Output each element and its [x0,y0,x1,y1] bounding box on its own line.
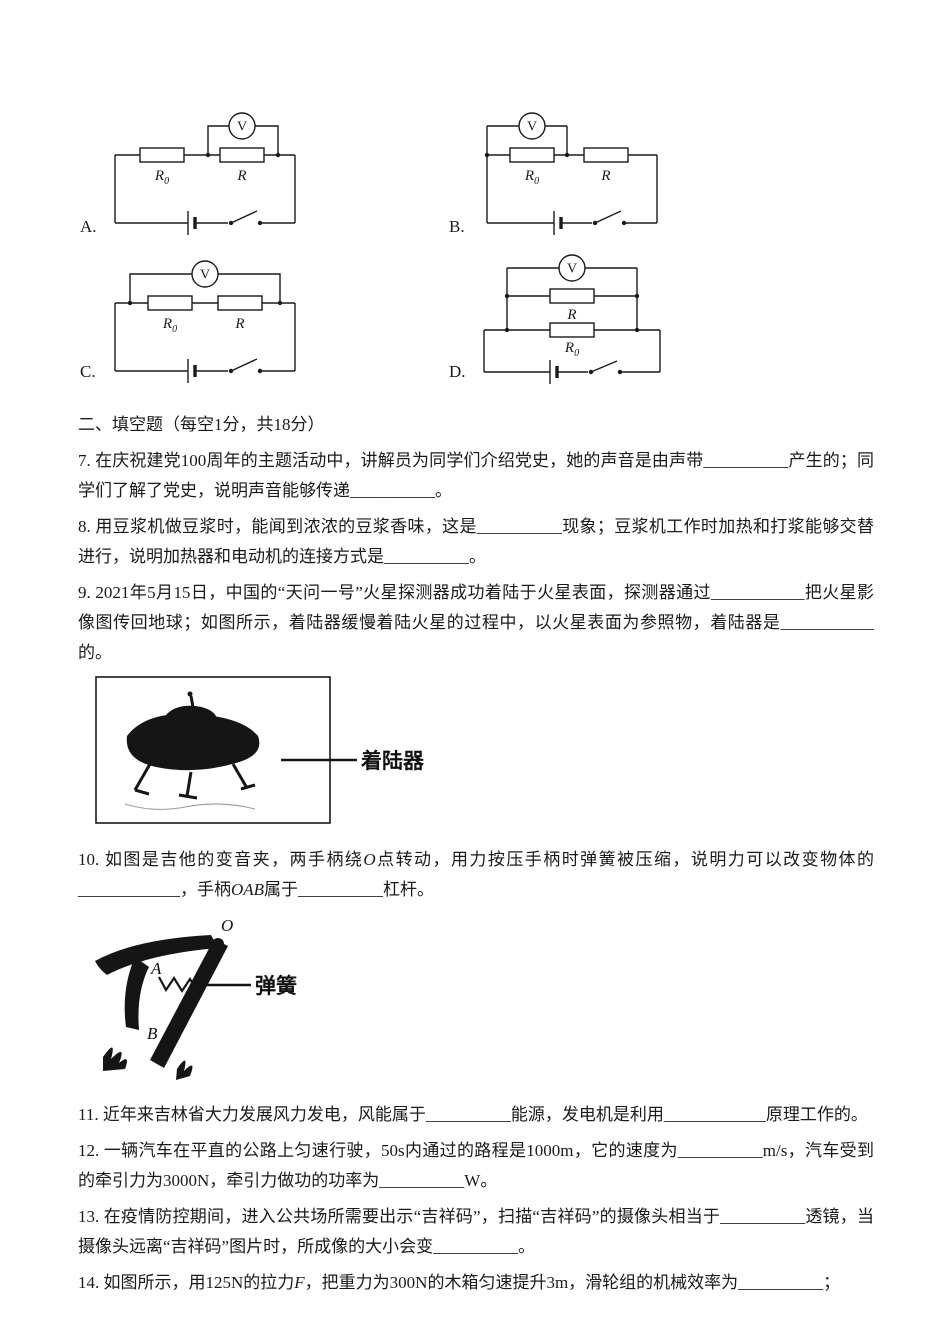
text-segment: 12. 一辆汽车在平直的公路上匀速行驶，50s内通过的路程是1000m，它的速度… [78,1141,874,1190]
resistor-r-label: R [234,316,244,332]
voltmeter [228,112,256,140]
battery [549,360,559,384]
text-segment: 点转动，用力按压手柄时弹簧被压缩，说明力可以改变物体的____________，… [78,850,875,899]
capo-point-a-label: A [150,959,162,978]
spring-coil [158,975,206,995]
battery [553,211,563,235]
switch [592,210,627,226]
voltmeter-label: V [567,262,577,277]
resistor-r-label: R [600,168,610,184]
circuit-diagram-b: V R0 R [484,112,658,235]
resistor-r0-label: R0 [564,340,579,359]
circuit-diagram-c: V R0 R [114,260,296,383]
text-segment: 10. 如图是吉他的变音夹，两手柄绕 [78,850,364,869]
option-c-label: C. [80,362,96,381]
text-segment: 8. 用豆浆机做豆浆时，能闻到浓浓的豆浆香味，这是__________现象；豆浆… [78,517,874,566]
voltmeter-label: V [527,120,537,135]
resistor-r0-label: R0 [524,168,539,187]
resistor-r [217,295,263,311]
capo-point-o-label: O [221,917,233,935]
question-13: 13. 在疫情防控期间，进入公共场所需要出示“吉祥码”，扫描“吉祥码”的摄像头相… [78,1202,874,1262]
resistor-r [583,147,629,163]
circuit-diagram-d: V R R0 [483,254,661,384]
question-12: 12. 一辆汽车在平直的公路上匀速行驶，50s内通过的路程是1000m，它的速度… [78,1136,874,1196]
circuit-options-block: V R0 R A. [0,0,950,402]
spring-label: 弹簧 [255,974,297,998]
resistor-r [549,288,595,304]
text-segment: 属于__________杠杆。 [264,880,435,899]
capo-drawing [95,935,228,1080]
switch [228,210,263,226]
battery [187,211,197,235]
text-segment: 11. 近年来吉林省大力发展风力发电，风能属于__________能源，发电机是… [78,1105,868,1124]
option-a-label: A. [80,217,97,236]
question-11: 11. 近年来吉林省大力发展风力发电，风能属于__________能源，发电机是… [78,1100,874,1130]
battery [187,359,197,383]
option-b-label: B. [449,217,465,236]
resistor-r0 [549,322,595,338]
wires [486,125,658,224]
question-8: 8. 用豆浆机做豆浆时，能闻到浓浓的豆浆香味，这是__________现象；豆浆… [78,512,874,572]
text-segment: O [363,850,376,869]
text-segment: 7. 在庆祝建党100周年的主题活动中，讲解员为同学们介绍党史，她的声音是由声带… [78,451,874,500]
text-segment: F [294,1273,305,1292]
resistor-r0-label: R0 [162,316,177,335]
resistor-r0-label: R0 [154,168,169,187]
resistor-r-label: R [236,168,246,184]
capo-figure: O A B 弹簧 [85,916,874,1092]
section-heading: 二、填空题（每空1分，共18分） [78,415,325,434]
text-segment: OAB [231,880,265,899]
question-14: 14. 如图所示，用125N的拉力F，把重力为300N的木箱匀速提升3m，滑轮组… [78,1268,874,1298]
circuit-diagram-a: V R0 R [114,112,296,235]
voltmeter [191,260,219,288]
text-segment: 14. 如图所示，用125N的拉力 [78,1273,295,1292]
capo-point-b-label: B [147,1024,158,1043]
voltmeter [558,254,586,282]
resistor-r-label: R [566,307,576,323]
lander-drawing [124,691,260,810]
question-9: 9. 2021年5月15日，中国的“天问一号”火星探测器成功着陆于火星表面，探测… [78,578,874,668]
text-segment: ，把重力为300N的木箱匀速提升3m，滑轮组的机械效率为__________； [304,1273,841,1292]
fill-in-section: 二、填空题（每空1分，共18分） 7. 在庆祝建党100周年的主题活动中，讲解员… [0,410,950,1298]
switch [228,358,263,374]
resistor-r [219,147,265,163]
question-10: 10. 如图是吉他的变音夹，两手柄绕O点转动，用力按压手柄时弹簧被压缩，说明力可… [78,845,874,905]
lander-image: 着陆器 [95,676,425,824]
lander-label: 着陆器 [360,749,425,773]
question-7: 7. 在庆祝建党100周年的主题活动中，讲解员为同学们介绍党史，她的声音是由声带… [78,446,874,506]
resistor-r0 [147,295,193,311]
capo-image: O A B 弹簧 [95,916,297,1080]
voltmeter-label: V [237,120,247,135]
voltmeter [518,112,546,140]
switch [588,360,623,375]
text-segment: 13. 在疫情防控期间，进入公共场所需要出示“吉祥码”，扫描“吉祥码”的摄像头相… [78,1207,874,1256]
lander-figure: 着陆器 [95,676,874,833]
wires [114,125,296,224]
voltmeter-label: V [200,268,210,283]
resistor-r0 [139,147,185,163]
text-segment: 9. 2021年5月15日，中国的“天问一号”火星探测器成功着陆于火星表面，探测… [78,583,874,662]
wires [114,273,296,372]
resistor-r0 [509,147,555,163]
option-d-label: D. [449,362,466,381]
